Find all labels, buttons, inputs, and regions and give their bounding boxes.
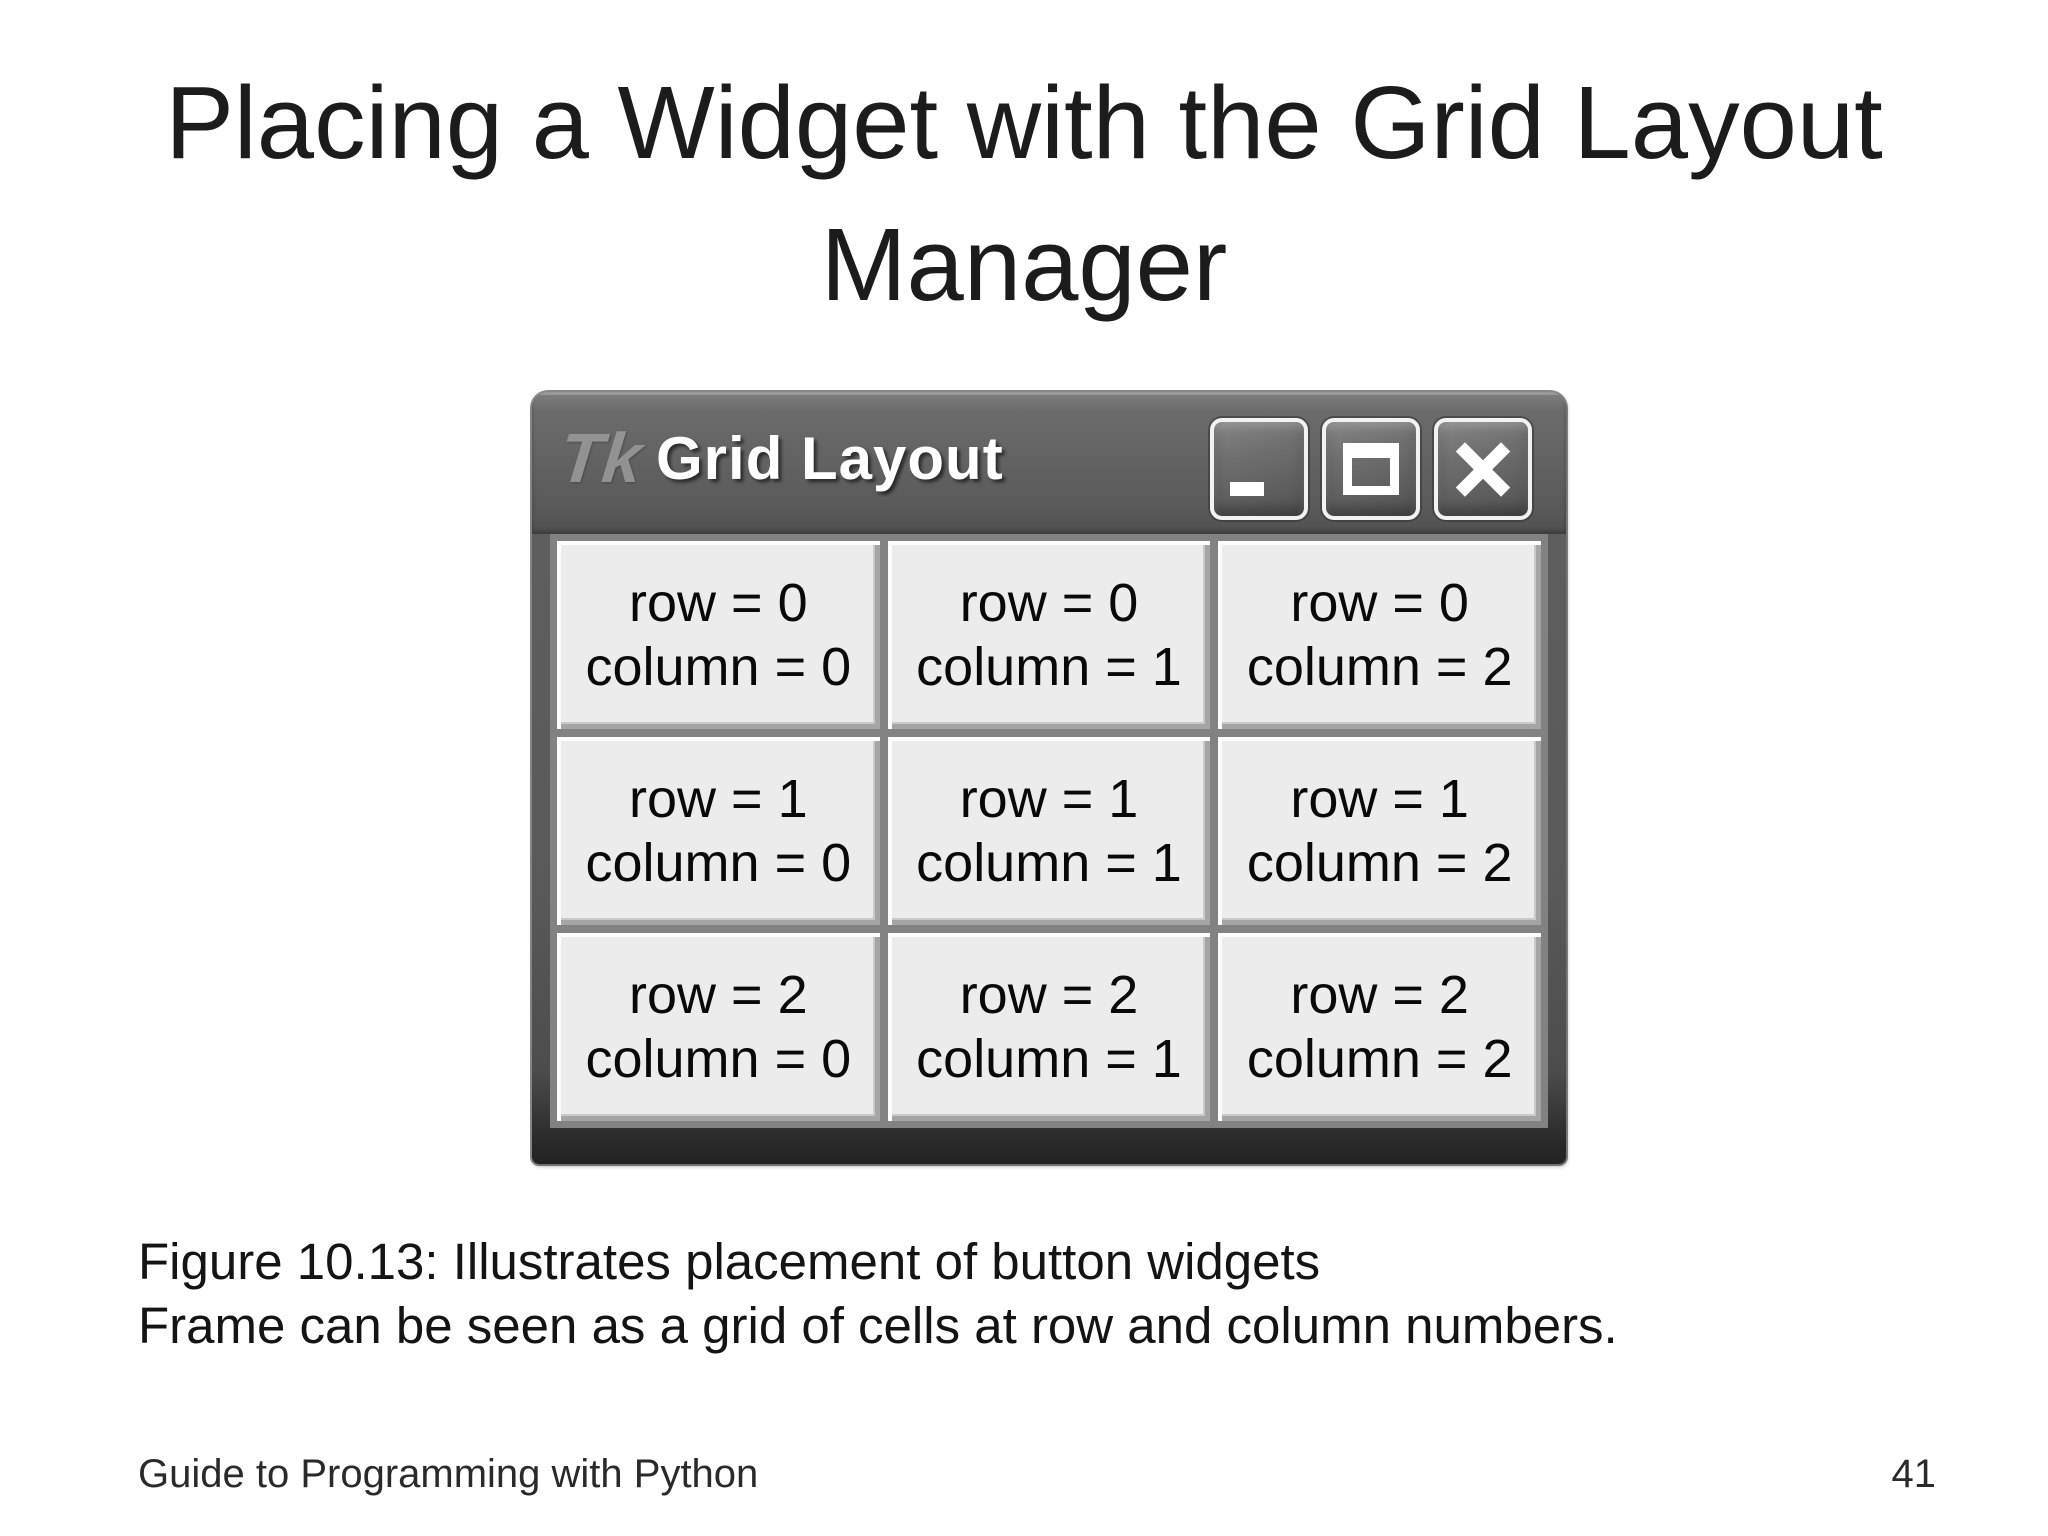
figure-caption: Figure 10.13: Illustrates placement of b… [138, 1230, 1618, 1358]
grid-button-label: row = 2 [1290, 965, 1469, 1025]
grid-button-label: column = 2 [1246, 637, 1513, 697]
footer-page-number: 41 [1891, 1452, 1937, 1496]
grid-button-label: row = 0 [1290, 573, 1469, 633]
maximize-icon [1326, 422, 1416, 516]
minimize-button[interactable] [1210, 418, 1308, 520]
grid-button-label: row = 2 [959, 965, 1139, 1025]
grid-button-label: column = 2 [1246, 833, 1513, 893]
grid-button-label: row = 1 [629, 769, 808, 829]
grid-button-label: column = 0 [585, 1029, 852, 1089]
page-title-line-2: Manager [820, 207, 1228, 322]
window-titlebar[interactable]: Tk Grid Layout [532, 392, 1566, 534]
grid-button-label: column = 2 [1246, 1029, 1513, 1089]
grid-button-row0-col1[interactable]: row = 0 column = 1 [887, 541, 1211, 729]
grid-button-row1-col1[interactable]: row = 1 column = 1 [887, 737, 1211, 925]
grid-layout-window: Tk Grid Layout [532, 392, 1566, 1164]
grid-button-row0-col0[interactable]: row = 0 column = 0 [557, 541, 880, 729]
window-title: Grid Layout [656, 425, 1004, 492]
window-controls [1210, 418, 1532, 520]
grid-button-label: row = 1 [1290, 769, 1469, 829]
grid-button-label: column = 1 [916, 637, 1182, 697]
window-client-area: row = 0 column = 0 row = 0 column = 1 ro… [550, 534, 1548, 1128]
close-icon [1438, 422, 1528, 516]
grid-button-row2-col2[interactable]: row = 2 column = 2 [1218, 933, 1541, 1121]
grid-button-label: column = 1 [916, 833, 1182, 893]
grid-button-row0-col2[interactable]: row = 0 column = 2 [1218, 541, 1541, 729]
grid-button-row1-col2[interactable]: row = 1 column = 2 [1218, 737, 1541, 925]
minimize-icon [1214, 422, 1304, 516]
grid-button-row2-col1[interactable]: row = 2 column = 1 [887, 933, 1211, 1121]
footer-book-title: Guide to Programming with Python [138, 1452, 759, 1496]
grid-button-label: row = 2 [629, 965, 808, 1025]
grid-button-label: row = 1 [959, 769, 1139, 829]
page-title-line-1: Placing a Widget with the Grid Layout [165, 65, 1883, 180]
grid-button-row2-col0[interactable]: row = 2 column = 0 [557, 933, 880, 1121]
figure-caption-line-2: Frame can be seen as a grid of cells at … [138, 1297, 1618, 1354]
grid-button-label: column = 0 [585, 637, 852, 697]
grid-button-label: row = 0 [959, 573, 1139, 633]
page-title: Placing a Widget with the Grid Layout Ma… [0, 52, 2048, 336]
tk-logo-icon: Tk [555, 419, 646, 497]
close-button[interactable] [1434, 418, 1532, 520]
grid-button-label: column = 0 [585, 833, 852, 893]
grid-button-label: row = 0 [629, 573, 808, 633]
maximize-button[interactable] [1322, 418, 1420, 520]
grid-button-row1-col0[interactable]: row = 1 column = 0 [557, 737, 880, 925]
grid-button-label: column = 1 [916, 1029, 1182, 1089]
figure-caption-line-1: Figure 10.13: Illustrates placement of b… [138, 1233, 1321, 1290]
